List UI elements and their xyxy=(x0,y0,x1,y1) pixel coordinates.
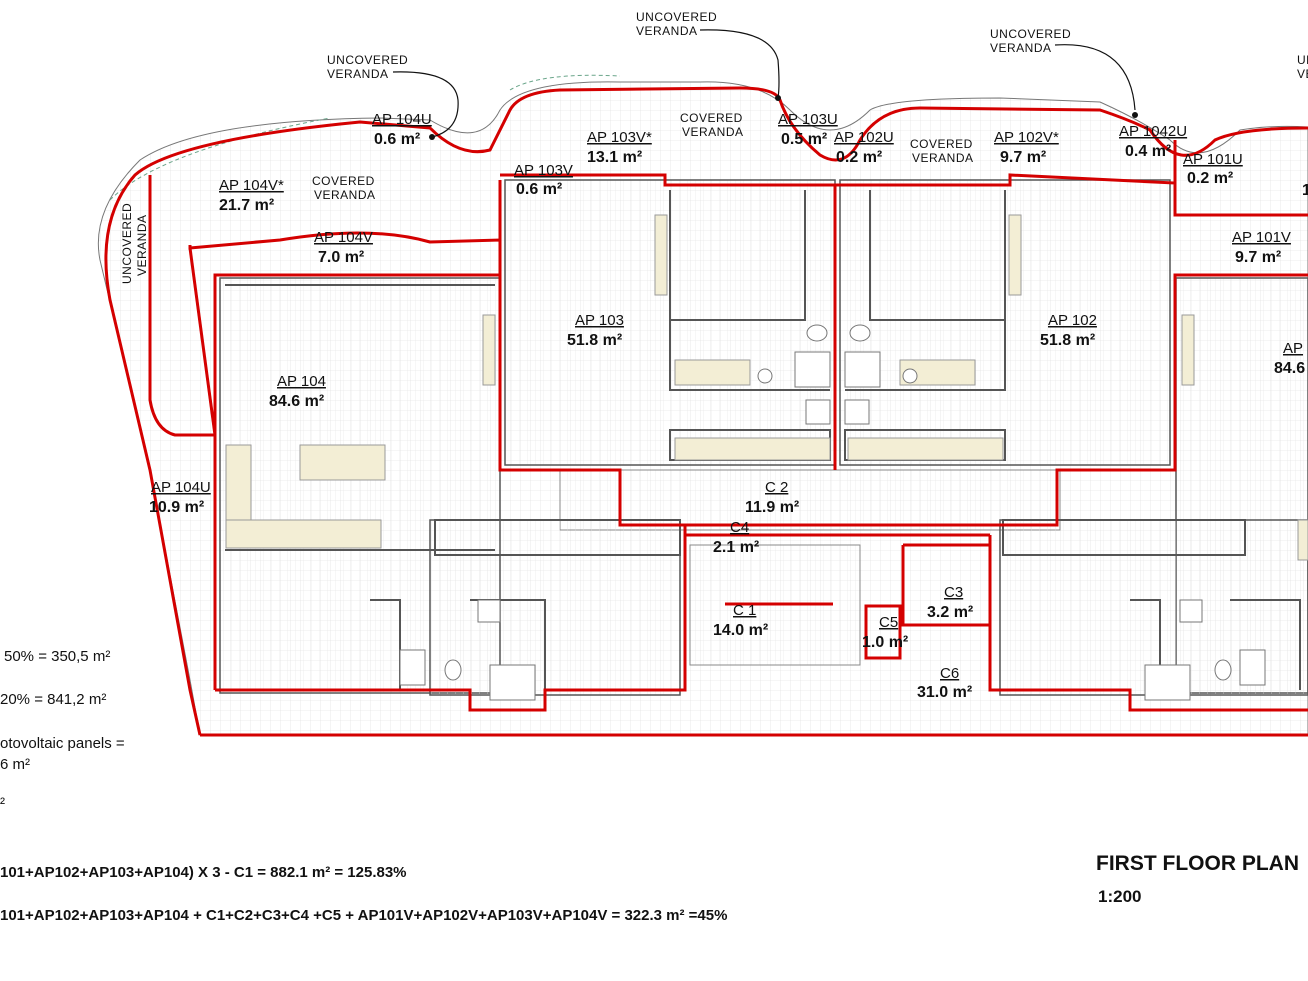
note-line-4: ² xyxy=(0,795,5,812)
ap104-name: AP 104 xyxy=(277,373,326,390)
uncovered-veranda-label-3-a: UNCOVERED xyxy=(990,27,1071,41)
ap103-area: 51.8 m² xyxy=(567,332,622,349)
ap102v-star-area: 9.7 m² xyxy=(1000,149,1046,166)
ap103u-area: 0.5 m² xyxy=(781,131,827,148)
c1-name: C 1 xyxy=(733,602,756,619)
ap104u-top-area: 0.6 m² xyxy=(374,131,420,148)
lower-left-floor xyxy=(429,519,681,696)
formula-line-1: 101+AP102+AP103+AP104) X 3 - C1 = 882.1 … xyxy=(0,864,407,881)
note-line-3a: otovoltaic panels = xyxy=(0,735,125,752)
svg-text:COVERED: COVERED xyxy=(312,174,375,188)
ap104u-side-area: 10.9 m² xyxy=(149,499,204,516)
svg-text:VERANDA: VERANDA xyxy=(327,67,389,81)
ap103v-star-name: AP 103V* xyxy=(587,129,652,146)
callout-dots xyxy=(429,95,1138,140)
ap102v-star-name: AP 102V* xyxy=(994,129,1059,146)
uncovered-veranda-label-2-a: UNCOVERED xyxy=(636,10,717,24)
terrace-dashed-edge xyxy=(109,74,621,201)
walls xyxy=(225,190,1301,690)
note-line-3b: 6 m² xyxy=(0,756,30,773)
ap104v-area: 7.0 m² xyxy=(318,249,364,266)
ap104-area: 84.6 m² xyxy=(269,393,324,410)
svg-text:VERANDA: VERANDA xyxy=(912,151,974,165)
uncovered-veranda-label-1-b: VERANDA xyxy=(327,67,389,81)
c4-area: 2.1 m² xyxy=(713,539,759,556)
c3-area: 3.2 m² xyxy=(927,604,973,621)
sanitary-fixtures xyxy=(399,324,1266,701)
ap102-name: AP 102 xyxy=(1048,312,1097,329)
uncovered-veranda-label-1-a: UNCOVERED xyxy=(327,53,408,67)
covered-veranda-label-2-b: VERANDA xyxy=(682,125,744,139)
ap101u-name: AP 101U xyxy=(1183,151,1243,168)
c2-name: C 2 xyxy=(765,479,788,496)
callout-leaders xyxy=(392,29,1136,138)
ap103u-name: AP 103U xyxy=(778,111,838,128)
covered-veranda-label-1-a: COVERED xyxy=(312,174,375,188)
ap103v-star-area: 13.1 m² xyxy=(587,149,642,166)
veranda-labels: UNCOVERED VERANDA UNCOVERED VERANDA UNCO… xyxy=(120,10,1308,284)
plan-title: FIRST FLOOR PLAN xyxy=(1096,852,1299,875)
ap104v-name: AP 104V xyxy=(314,229,373,246)
ap101u-area: 0.2 m² xyxy=(1187,170,1233,187)
svg-text:VERANDA: VERANDA xyxy=(314,188,376,202)
ap102u-name: AP 102U xyxy=(834,129,894,146)
uncovered-veranda-label-3-b: VERANDA xyxy=(990,41,1052,55)
c5-name: C5 xyxy=(879,614,898,631)
svg-text:VERANDA: VERANDA xyxy=(682,125,744,139)
covered-veranda-label-2-a: COVERED xyxy=(680,111,743,125)
covered-veranda-label-3-b: VERANDA xyxy=(912,151,974,165)
note-line-1: 50% = 350,5 m² xyxy=(4,648,111,665)
uncovered-veranda-side-label-b: VERANDA xyxy=(135,214,149,276)
ap1042u-area: 0.4 m² xyxy=(1125,143,1171,160)
svg-text:VERANDA: VERANDA xyxy=(636,24,698,38)
c4-name: C4 xyxy=(730,519,749,536)
ap102u-area: 0.2 m² xyxy=(836,149,882,166)
ap104v-star-name: AP 104V* xyxy=(219,177,284,194)
formula-line-2: 101+AP102+AP103+AP104 + C1+C2+C3+C4 +C5 … xyxy=(0,907,728,924)
ap102-area: 51.8 m² xyxy=(1040,332,1095,349)
plan-scale: 1:200 xyxy=(1098,887,1142,906)
c6-name: C6 xyxy=(940,665,959,682)
covered-veranda-label-1-b: VERANDA xyxy=(314,188,376,202)
c6-area: 31.0 m² xyxy=(917,684,972,701)
uncovered-veranda-label-4-b: VE xyxy=(1297,67,1308,81)
room-labels: AP 104U 0.6 m² AP 103V* 13.1 m² AP 103U … xyxy=(149,111,1308,701)
ap1042u-name: AP 1042U xyxy=(1119,123,1187,140)
c5-area: 1.0 m² xyxy=(862,634,908,651)
svg-text:VERANDA: VERANDA xyxy=(990,41,1052,55)
ap104v-star-area: 21.7 m² xyxy=(219,197,274,214)
svg-text:UNCOVERED: UNCOVERED xyxy=(636,10,717,24)
uncovered-veranda-label-4-a: UN xyxy=(1297,53,1308,67)
ap103v-area: 0.6 m² xyxy=(516,181,562,198)
ap103-name: AP 103 xyxy=(575,312,624,329)
c1-area: 14.0 m² xyxy=(713,622,768,639)
ap103v-name: AP 103V xyxy=(514,162,573,179)
area-boundaries xyxy=(104,86,1308,737)
svg-text:UNCOVERED: UNCOVERED xyxy=(327,53,408,67)
uncovered-veranda-label-2-b: VERANDA xyxy=(636,24,698,38)
uncovered-veranda-side-label-a: UNCOVERED xyxy=(120,203,134,284)
svg-text:VE: VE xyxy=(1297,67,1308,81)
c2-area: 11.9 m² xyxy=(745,499,799,516)
c3-name: C3 xyxy=(944,584,963,601)
svg-text:UN: UN xyxy=(1297,53,1308,67)
ap101v-area: 9.7 m² xyxy=(1235,249,1281,266)
ap104u-side-name: AP 104U xyxy=(151,479,211,496)
ap101-area: 84.6 xyxy=(1274,360,1305,377)
svg-text:UNCOVERED: UNCOVERED xyxy=(990,27,1071,41)
extra-right-area: 1 xyxy=(1302,182,1308,199)
svg-text:COVERED: COVERED xyxy=(910,137,973,151)
ap101-name: AP xyxy=(1283,340,1303,357)
ap104u-top-name: AP 104U xyxy=(372,111,432,128)
covered-veranda-label-3-a: COVERED xyxy=(910,137,973,151)
svg-text:COVERED: COVERED xyxy=(680,111,743,125)
svg-text:UNCOVERED: UNCOVERED xyxy=(120,203,134,284)
ap101v-name: AP 101V xyxy=(1232,229,1291,246)
note-line-2: 20% = 841,2 m² xyxy=(0,691,107,708)
svg-text:VERANDA: VERANDA xyxy=(135,214,149,276)
